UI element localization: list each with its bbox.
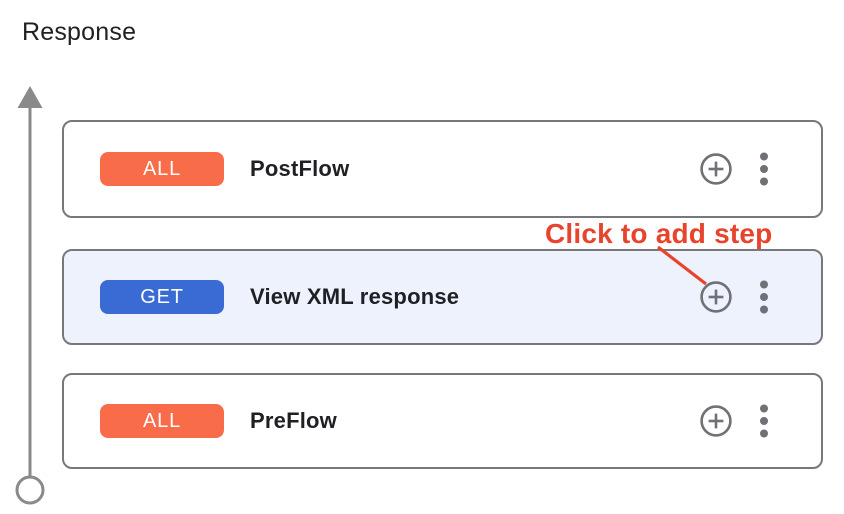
plus-circle-icon xyxy=(700,281,732,313)
add-step-button[interactable] xyxy=(699,280,733,314)
method-badge: ALL xyxy=(100,152,224,186)
more-options-button[interactable] xyxy=(757,279,771,315)
plus-circle-icon xyxy=(700,405,732,437)
flow-card-label: PostFlow xyxy=(250,156,350,181)
flow-card-label: View XML response xyxy=(250,284,460,309)
add-step-button[interactable] xyxy=(699,152,733,186)
more-options-button[interactable] xyxy=(757,151,771,187)
method-badge: ALL xyxy=(100,404,224,438)
more-options-button[interactable] xyxy=(757,403,771,439)
kebab-menu-icon xyxy=(760,404,768,438)
kebab-menu-icon xyxy=(760,152,768,186)
plus-circle-icon xyxy=(700,153,732,185)
page-title: Response xyxy=(22,18,137,46)
flow-card-preflow[interactable]: ALL PreFlow xyxy=(62,373,823,469)
connector-end-circle xyxy=(15,475,45,505)
kebab-menu-icon xyxy=(760,280,768,314)
annotation-text: Click to add step xyxy=(545,218,773,249)
flow-card-label: PreFlow xyxy=(250,408,337,433)
add-step-button[interactable] xyxy=(699,404,733,438)
method-badge: GET xyxy=(100,280,224,314)
flow-card-postflow[interactable]: ALL PostFlow xyxy=(62,120,823,218)
flow-card-view-xml-response[interactable]: GET View XML response xyxy=(62,249,823,345)
flow-direction-connector xyxy=(15,86,45,505)
arrowhead-up-icon xyxy=(17,86,43,108)
